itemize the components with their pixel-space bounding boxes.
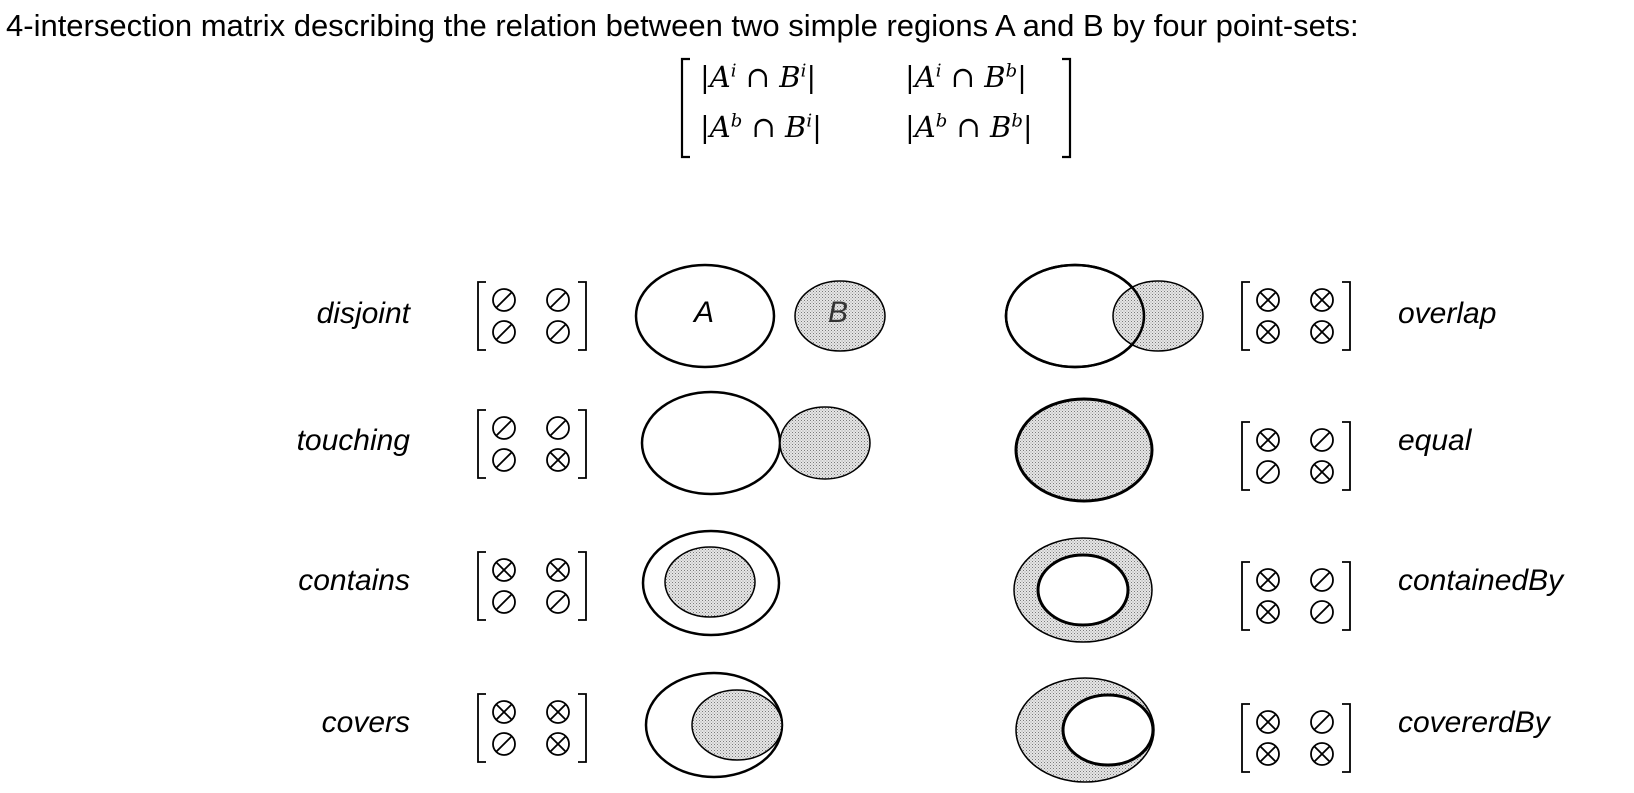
- matrix-bracket-left: [477, 551, 486, 621]
- empty-set-symbol: [1310, 568, 1334, 592]
- empty-set-symbol: [1310, 710, 1334, 734]
- region-label-b: B: [828, 296, 849, 329]
- header-cell-r1c1: |Ai ∩ Bi|: [700, 60, 817, 94]
- matrix-bracket-right: [578, 409, 587, 479]
- empty-set-symbol: [1310, 428, 1334, 452]
- diagram-covers: [644, 671, 784, 779]
- empty-set-symbol: [492, 448, 516, 472]
- empty-set-symbol: [492, 732, 516, 756]
- empty-set-symbol: [492, 320, 516, 344]
- header-cell-r1c2: |Ai ∩ Bb|: [905, 60, 1027, 94]
- empty-set-symbol: [492, 416, 516, 440]
- matrix-bracket-right: [1342, 703, 1351, 773]
- nonempty-symbol: [546, 700, 570, 724]
- relation-label-covererdBy: covererdBy: [1398, 706, 1550, 739]
- empty-set-symbol: [1256, 460, 1280, 484]
- relation-label-overlap: overlap: [1398, 297, 1497, 330]
- figure-title: 4-intersection matrix describing the rel…: [6, 8, 1359, 43]
- relation-label-equal: equal: [1398, 424, 1472, 457]
- relation-label-disjoint: disjoint: [316, 297, 410, 330]
- matrix-bracket-right: [1342, 561, 1351, 631]
- relation-label-covers: covers: [321, 706, 410, 739]
- matrix-bracket-left: [477, 409, 486, 479]
- nonempty-symbol: [1256, 742, 1280, 766]
- matrix-bracket-right: [1342, 281, 1351, 351]
- header-matrix-brackets: [680, 57, 1072, 159]
- matrix-bracket-left: [477, 693, 486, 763]
- matrix-bracket-left: [1241, 421, 1250, 491]
- header-cell-r2c1: |Ab ∩ Bi|: [700, 110, 822, 144]
- diagram-overlap: [1004, 263, 1204, 369]
- nonempty-symbol: [546, 558, 570, 582]
- nonempty-symbol: [1310, 742, 1334, 766]
- header-cell-r2c2: |Ab ∩ Bb|: [905, 110, 1033, 144]
- relation-matrix-brackets: [477, 281, 1351, 773]
- relation-label-contains: contains: [298, 564, 410, 597]
- diagram-equal: [1014, 397, 1154, 503]
- relation-label-containedBy: containedBy: [1398, 564, 1564, 597]
- diagram-covererdBy: [1015, 677, 1155, 783]
- empty-set-symbol: [546, 590, 570, 614]
- matrix-bracket-left: [477, 281, 486, 351]
- matrix-bracket-left: [1241, 561, 1250, 631]
- diagram-disjoint: [634, 263, 886, 369]
- relation-label-touching: touching: [296, 424, 410, 457]
- nonempty-symbol: [1310, 460, 1334, 484]
- nonempty-symbol: [1256, 710, 1280, 734]
- nonempty-symbol: [492, 700, 516, 724]
- empty-set-symbol: [546, 320, 570, 344]
- relation-matrix-symbols: [492, 288, 1334, 766]
- nonempty-symbol: [546, 732, 570, 756]
- matrix-bracket-right: [578, 281, 587, 351]
- empty-set-symbol: [492, 288, 516, 312]
- region-label-a: A: [694, 296, 715, 329]
- matrix-bracket-right: [578, 693, 587, 763]
- nonempty-symbol: [1310, 320, 1334, 344]
- nonempty-symbol: [546, 448, 570, 472]
- nonempty-symbol: [1256, 288, 1280, 312]
- empty-set-symbol: [546, 288, 570, 312]
- diagram-contains: [641, 529, 781, 637]
- matrix-bracket-left: [1241, 703, 1250, 773]
- diagram-containedBy: [1013, 537, 1153, 643]
- nonempty-symbol: [492, 558, 516, 582]
- matrix-bracket-right: [578, 551, 587, 621]
- diagram-touching: [640, 390, 871, 496]
- empty-set-symbol: [1310, 600, 1334, 624]
- nonempty-symbol: [1256, 428, 1280, 452]
- nonempty-symbol: [1256, 600, 1280, 624]
- nonempty-symbol: [1256, 568, 1280, 592]
- nonempty-symbol: [1310, 288, 1334, 312]
- empty-set-symbol: [546, 416, 570, 440]
- matrix-bracket-left: [1241, 281, 1250, 351]
- empty-set-symbol: [492, 590, 516, 614]
- nonempty-symbol: [1256, 320, 1280, 344]
- matrix-bracket-right: [1342, 421, 1351, 491]
